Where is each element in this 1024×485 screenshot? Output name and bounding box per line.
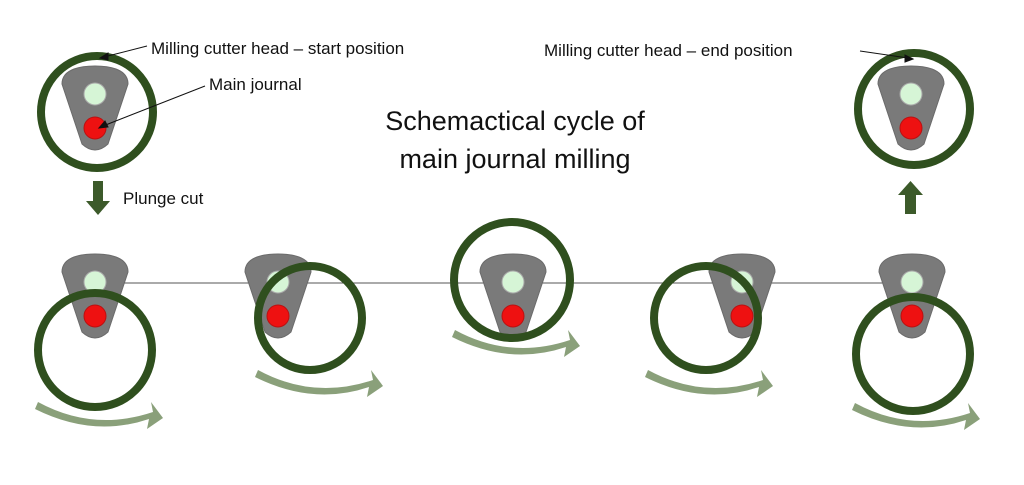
cutter-head-ring [34,289,156,411]
title-line-2: main journal milling [399,144,631,174]
stage-3 [450,218,580,357]
start-position-assembly [37,52,157,172]
end-position-label: Milling cutter head – end position [544,41,793,60]
cutter-head-ring [37,52,157,172]
start-position-label: Milling cutter head – start position [151,39,405,58]
cutter-head-ring [450,218,574,342]
stage-1 [34,253,163,429]
stage-2 [244,253,383,397]
main-journal-label: Main journal [209,75,302,94]
leader-lines [97,45,915,129]
crank-web [877,65,945,151]
arrow-down-icon [86,181,110,215]
stage-4 [645,253,776,397]
cutter-head-ring [650,262,762,374]
crank-web [479,253,547,339]
cutter-head-ring [254,262,366,374]
stage-5 [852,253,980,430]
rotation-arrow-icon [645,370,773,397]
crank-web [61,65,129,151]
diagram-title: Schemactical cycle of main journal milli… [330,102,700,178]
plunge-cut-label: Plunge cut [123,189,204,208]
arrow-up-icon [898,181,923,214]
end-position-assembly [854,49,974,169]
cutter-head-ring [854,49,974,169]
rotation-arrow-icon [255,370,383,397]
title-line-1: Schemactical cycle of [385,106,645,136]
cutter-head-ring [852,293,974,415]
